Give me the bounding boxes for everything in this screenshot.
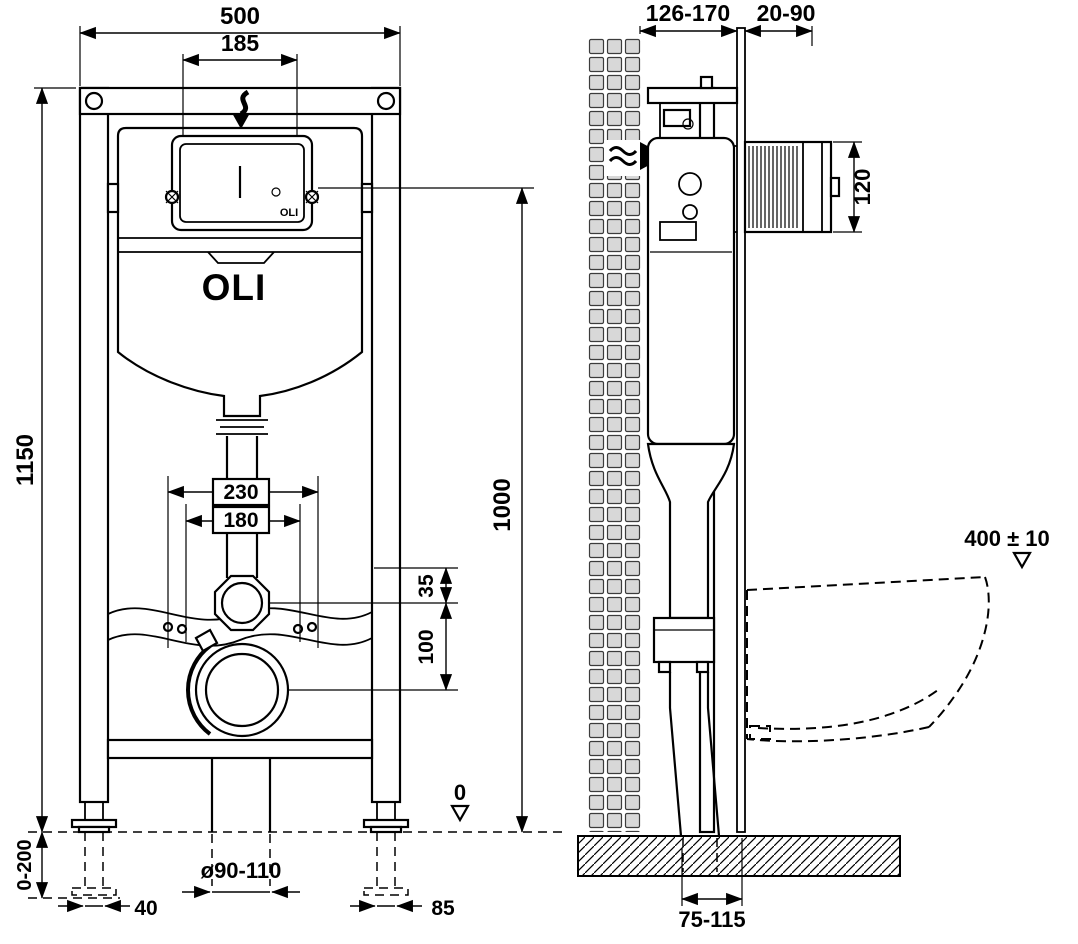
panel-logo: OLI bbox=[280, 207, 298, 219]
outlet-pipe-side bbox=[668, 672, 721, 837]
flush-elbow bbox=[213, 574, 271, 632]
dim-pan-rim-height: 400 ± 10 bbox=[964, 526, 1049, 551]
dim-offset-large: 100 bbox=[415, 629, 438, 664]
level-triangle-icon bbox=[1012, 551, 1032, 570]
plate-ribs bbox=[748, 146, 798, 228]
cistern-side bbox=[646, 136, 737, 620]
bellows bbox=[216, 419, 268, 435]
left-post bbox=[78, 86, 110, 804]
top-bracket-side bbox=[646, 75, 739, 138]
clamp-arc bbox=[186, 644, 212, 736]
insert-arrow-icon bbox=[232, 89, 250, 129]
annotations: 500 185 1150 0-200 0 1000 230 180 35 10 bbox=[12, 0, 1050, 932]
frame-structure bbox=[78, 86, 402, 804]
top-rail bbox=[78, 86, 402, 116]
dim-frame-depth: 126-170 bbox=[646, 0, 730, 26]
panel-clip-left bbox=[164, 189, 180, 205]
flush-plate-side bbox=[743, 140, 841, 234]
right-post bbox=[370, 86, 402, 804]
outlet-pipe-front bbox=[210, 758, 272, 832]
side-view bbox=[577, 27, 990, 877]
dim-fixing-outer: 230 bbox=[223, 481, 258, 504]
datum-label: 0 bbox=[454, 780, 466, 805]
access-panel bbox=[170, 134, 314, 232]
top-left-hole bbox=[84, 91, 104, 111]
brand-logo: OLI bbox=[202, 267, 267, 308]
dim-outlet-diameter: ø90-110 bbox=[201, 858, 282, 883]
dim-right-leg-offset: 85 bbox=[431, 897, 455, 920]
dim-wall-finish: 20-90 bbox=[757, 0, 816, 26]
floor-hatch bbox=[577, 835, 901, 877]
datum-triangle-icon bbox=[450, 804, 470, 823]
cistern-tank: OLI OLI bbox=[106, 126, 374, 418]
top-right-hole bbox=[376, 91, 396, 111]
panel-clip-right bbox=[304, 189, 320, 205]
dim-frame-width: 500 bbox=[220, 3, 260, 30]
finished-wall bbox=[736, 27, 746, 833]
bolt bbox=[699, 75, 714, 90]
front-view: OLI OLI bbox=[70, 86, 410, 896]
dim-opening-width: 185 bbox=[221, 30, 260, 56]
dim-left-leg-offset: 40 bbox=[134, 897, 157, 920]
dim-flush-pipe-height: 1000 bbox=[489, 478, 516, 531]
tank-lower-side bbox=[646, 442, 736, 620]
dim-plate-height: 120 bbox=[850, 169, 875, 206]
wall-hung-pan-dashed bbox=[746, 576, 990, 743]
dim-leg-adjustment: 0-200 bbox=[14, 839, 36, 890]
lower-crossbar bbox=[106, 738, 374, 760]
pan-connector-side bbox=[652, 616, 721, 872]
dim-frame-height: 1150 bbox=[12, 434, 39, 486]
waste-outlet bbox=[186, 628, 290, 738]
adjustable-legs bbox=[70, 802, 410, 896]
inlet-valve bbox=[662, 108, 692, 128]
dim-outlet-wall-distance: 75-115 bbox=[678, 907, 745, 932]
dim-fixing-inner: 180 bbox=[223, 509, 258, 532]
dim-offset-small: 35 bbox=[415, 574, 438, 598]
